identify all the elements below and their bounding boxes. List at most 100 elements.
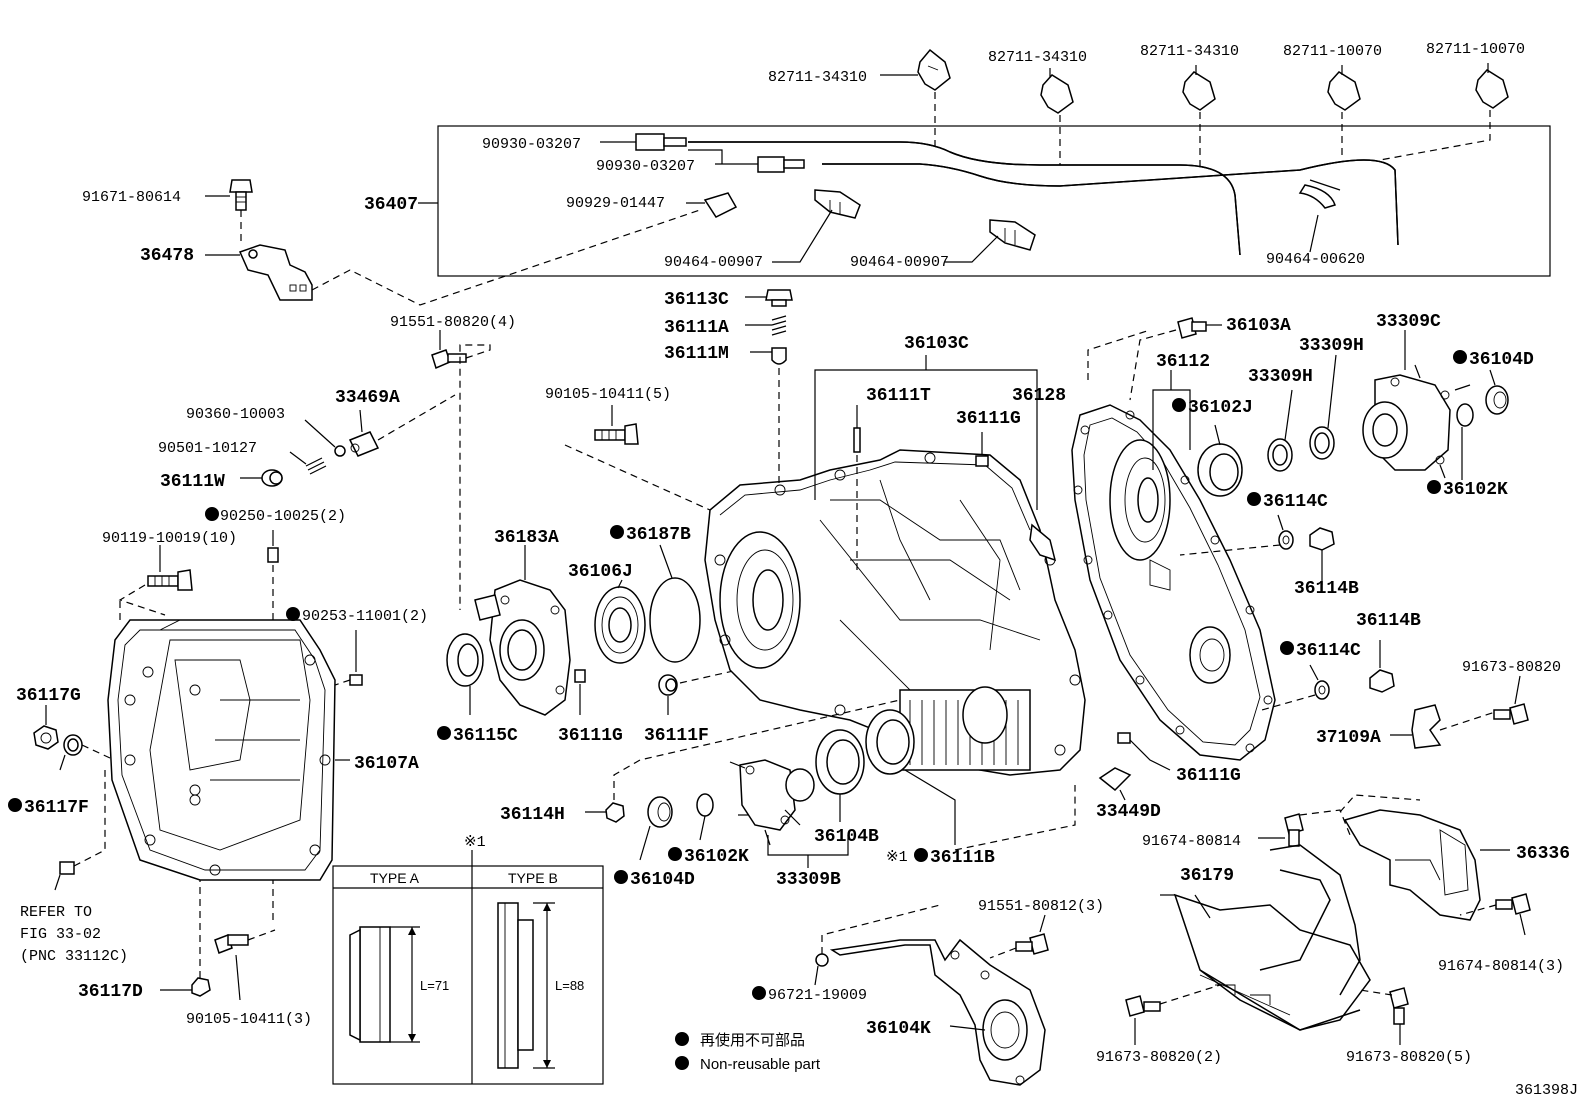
label-36111B: 36111B xyxy=(930,848,995,868)
tube-assembly-box xyxy=(418,125,1551,277)
label-90464-00620: 90464-00620 xyxy=(1266,251,1365,268)
label-36104D-b: 36104D xyxy=(630,870,695,890)
label-36114C-b: 36114C xyxy=(1296,641,1361,661)
label-36111W: 36111W xyxy=(160,472,225,492)
label-90501-10127: 90501-10127 xyxy=(158,440,257,457)
flange-33309C xyxy=(1362,330,1471,479)
type-b-length: L=88 xyxy=(555,978,584,993)
label-90360-10003: 90360-10003 xyxy=(186,406,285,423)
clip-82711-a xyxy=(880,48,951,150)
o-ring-36187B xyxy=(649,544,701,663)
label-36115C: 36115C xyxy=(453,726,518,746)
label-36104K: 36104K xyxy=(866,1019,931,1039)
label-36104B: 36104B xyxy=(814,827,879,847)
union-fitting-b xyxy=(757,156,805,173)
refer-line-3: (PNC 33112C) xyxy=(20,948,128,965)
label-36106J: 36106J xyxy=(568,562,633,582)
shim-33309H-b xyxy=(1309,354,1337,460)
bolt-91674-80814-a xyxy=(1258,809,1351,847)
o-ring-36102K-a xyxy=(1456,403,1474,480)
bolt-91551-80812 xyxy=(989,914,1049,959)
label-37109A: 37109A xyxy=(1316,728,1381,748)
clip-82711-c xyxy=(1182,65,1216,168)
label-layer: 82711-34310 82711-34310 82711-34310 8271… xyxy=(8,41,1578,1099)
label-91674-80814-a: 91674-80814 xyxy=(1142,833,1241,850)
label-82711-34310-c: 82711-34310 xyxy=(1140,43,1239,60)
spring-36111A xyxy=(745,315,787,336)
shim-33309H-a xyxy=(1267,389,1293,472)
ball-36111M xyxy=(750,347,787,485)
clamp-90464-00620 xyxy=(1298,179,1341,209)
label-36102J: 36102J xyxy=(1188,398,1253,418)
label-33309H-b: 33309H xyxy=(1299,336,1364,356)
label-96721-19009: 96721-19009 xyxy=(768,987,867,1004)
pin-36111G-pump xyxy=(574,669,586,715)
plug-36114B-b xyxy=(1369,640,1395,693)
o-ring-96721 xyxy=(814,904,941,986)
bolt-91671-80614 xyxy=(205,179,253,245)
label-36103A: 36103A xyxy=(1226,316,1291,336)
figure-id: 361398J xyxy=(1515,1082,1578,1099)
label-91673-80820-b: 91673-80820(2) xyxy=(1096,1049,1222,1066)
label-82711-34310-b: 82711-34310 xyxy=(988,49,1087,66)
gasket-36117F xyxy=(59,734,111,771)
pin-36111G-right xyxy=(1117,732,1171,771)
label-36117G: 36117G xyxy=(16,686,81,706)
bolt-91673-80820-b xyxy=(1125,984,1221,1045)
bolt-90105-10411-3 xyxy=(214,929,276,1001)
ref-dash-36111B xyxy=(954,785,1076,851)
seal-36104B xyxy=(815,729,865,822)
label-36114H: 36114H xyxy=(500,805,565,825)
legend-dot-en xyxy=(675,1056,689,1070)
type-a-header: TYPE A xyxy=(370,870,420,886)
extension-housing-36107A xyxy=(107,619,350,881)
skid-plate-36179 xyxy=(1160,844,1371,1031)
label-90464-00907-a: 90464-00907 xyxy=(664,254,763,271)
label-90930-03207-b: 90930-03207 xyxy=(596,158,695,175)
label-91551-80812: 91551-80812(3) xyxy=(978,898,1104,915)
bolt-90105-10411-5 xyxy=(564,405,711,511)
label-36102K-b: 36102K xyxy=(684,847,749,867)
label-36114B-a: 36114B xyxy=(1294,579,1359,599)
label-90930-03207-a: 90930-03207 xyxy=(482,136,581,153)
plug-36114H xyxy=(585,699,901,823)
cover-36336 xyxy=(1339,794,1510,921)
label-82711-34310-a: 82711-34310 xyxy=(768,69,867,86)
label-91674-80814-b: 91674-80814(3) xyxy=(1438,958,1564,975)
ball-90360 xyxy=(304,419,346,457)
label-91673-80820-c: 91673-80820(5) xyxy=(1346,1049,1472,1066)
label-91671-80614: 91671-80614 xyxy=(82,189,181,206)
label-36107A: 36107A xyxy=(354,754,419,774)
plug-36117G xyxy=(33,705,59,750)
label-36113C: 36113C xyxy=(664,290,729,310)
pin-36111G-top xyxy=(975,432,989,467)
label-36104D-a: 36104D xyxy=(1469,350,1534,370)
label-36103C: 36103C xyxy=(904,334,969,354)
label-90929-01447: 90929-01447 xyxy=(566,195,665,212)
pin-90250 xyxy=(267,530,279,920)
label-82711-10070-a: 82711-10070 xyxy=(1283,43,1382,60)
spring-90501 xyxy=(289,451,327,475)
type-a-length: L=71 xyxy=(420,978,449,993)
clip-82711-b xyxy=(1040,68,1074,165)
label-36111F: 36111F xyxy=(644,726,709,746)
label-mark-ref-b: ※1 xyxy=(886,849,908,866)
bracket-36104K xyxy=(829,938,1046,1086)
label-36111G-a: 36111G xyxy=(956,409,1021,429)
label-33449D: 33449D xyxy=(1096,802,1161,822)
label-36407: 36407 xyxy=(364,195,418,215)
label-90464-00907-b: 90464-00907 xyxy=(850,254,949,271)
bolt-91674-80814-b xyxy=(1459,893,1531,936)
label-36179: 36179 xyxy=(1180,866,1234,886)
label-36114B-b: 36114B xyxy=(1356,611,1421,631)
label-33309C: 33309C xyxy=(1376,312,1441,332)
label-36111G-b: 36111G xyxy=(558,726,623,746)
label-90105-10411-3: 90105-10411(3) xyxy=(186,1011,312,1028)
nut-36104D-b xyxy=(639,796,673,861)
label-90250-10025: 90250-10025(2) xyxy=(220,508,346,525)
label-91551-80820: 91551-80820(4) xyxy=(390,314,516,331)
clip-82711-d xyxy=(1327,65,1361,158)
label-33309B: 33309B xyxy=(776,870,841,890)
label-36117D: 36117D xyxy=(78,982,143,1002)
plate-36106J xyxy=(594,579,646,664)
